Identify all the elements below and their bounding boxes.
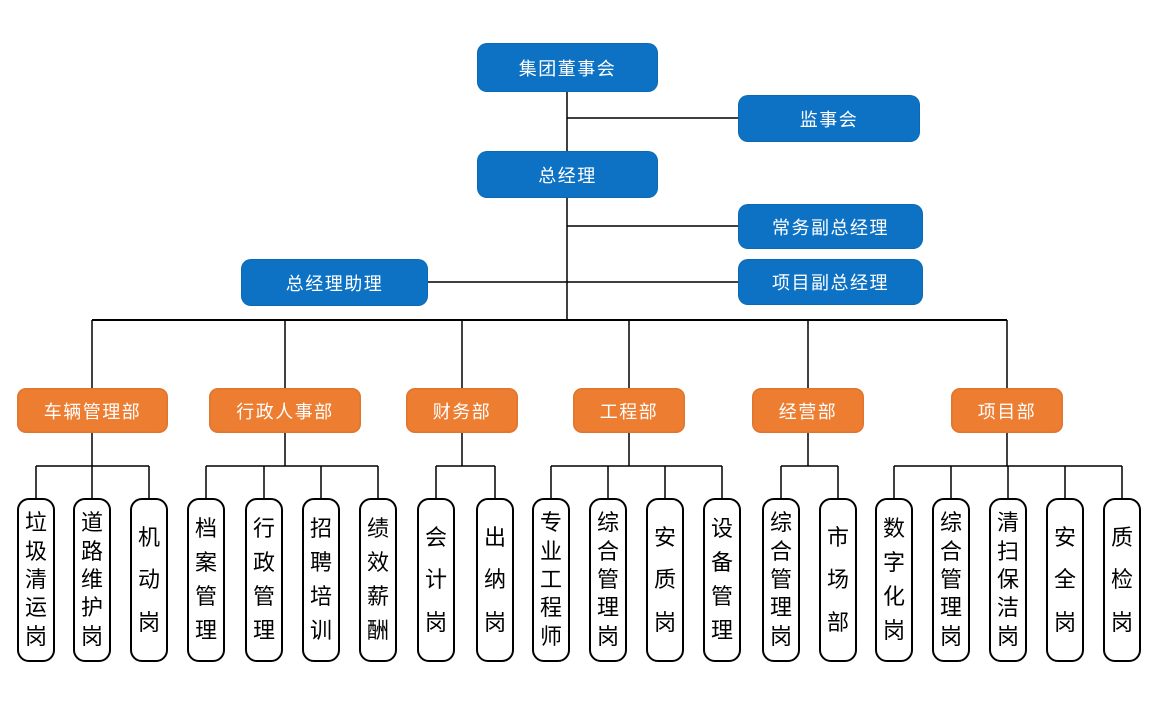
position-box: 安全岗	[1046, 498, 1084, 662]
department-box-operations: 经营部	[752, 388, 864, 433]
position-box: 垃圾清运岗	[17, 498, 55, 662]
department-box-admin-hr: 行政人事部	[209, 388, 361, 433]
position-box: 设备管理	[703, 498, 741, 662]
department-box-vehicle-mgmt: 车辆管理部	[17, 388, 168, 433]
department-box-engineering: 工程部	[573, 388, 685, 433]
position-box: 招聘培训	[302, 498, 340, 662]
position-box: 清扫保洁岗	[989, 498, 1027, 662]
project-deputy-gm-box: 项目副总经理	[738, 259, 923, 305]
exec-deputy-gm-box: 常务副总经理	[738, 204, 923, 249]
position-box: 会计岗	[417, 498, 455, 662]
position-box: 机动岗	[130, 498, 168, 662]
position-box: 综合管理岗	[932, 498, 970, 662]
supervisory-board-box: 监事会	[738, 95, 920, 142]
position-box: 出纳岗	[476, 498, 514, 662]
position-box: 市场部	[819, 498, 857, 662]
position-box: 专业工程师	[532, 498, 570, 662]
position-box: 绩效薪酬	[359, 498, 397, 662]
board-box: 集团董事会	[477, 43, 658, 92]
department-box-finance: 财务部	[406, 388, 518, 433]
position-box: 综合管理岗	[762, 498, 800, 662]
position-box: 道路维护岗	[73, 498, 111, 662]
department-box-project: 项目部	[951, 388, 1063, 433]
position-box: 档案管理	[187, 498, 225, 662]
position-box: 综合管理岗	[589, 498, 627, 662]
position-box: 安质岗	[646, 498, 684, 662]
position-box: 行政管理	[245, 498, 283, 662]
position-box: 质检岗	[1103, 498, 1141, 662]
general-manager-box: 总经理	[477, 151, 658, 198]
gm-assistant-box: 总经理助理	[241, 259, 428, 306]
position-box: 数字化岗	[875, 498, 913, 662]
